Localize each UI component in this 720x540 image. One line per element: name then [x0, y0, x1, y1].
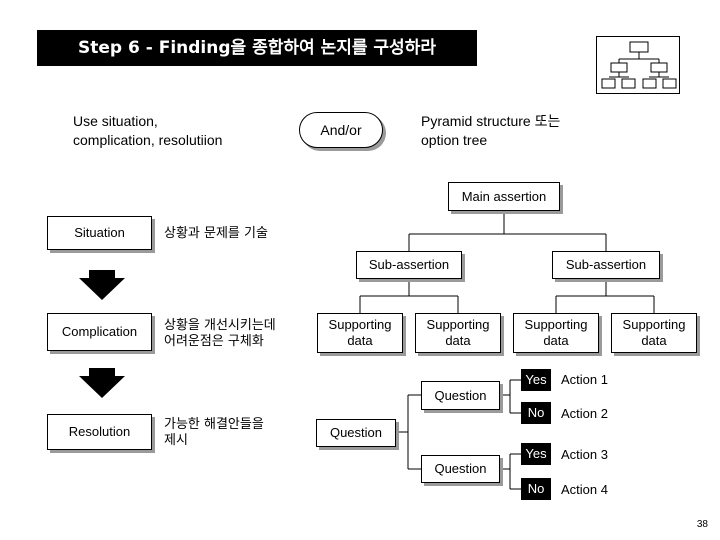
no-label-2: No: [521, 478, 551, 500]
page-number: 38: [696, 519, 708, 530]
intro-right-text: Pyramid structure 또는 option tree: [421, 113, 561, 148]
action-label-3: Action 3: [561, 447, 608, 462]
sub-assertion-box-2: Sub-assertion: [552, 251, 660, 279]
question-box-1: Question: [421, 381, 500, 410]
situation-box: Situation: [47, 216, 152, 250]
action-label-4: Action 4: [561, 482, 608, 497]
complication-description: 상황을 개선시키는데 어려운점은 구체화: [164, 318, 276, 349]
andor-box: And/or: [299, 112, 383, 148]
situation-description: 상황과 문제를 기술: [164, 226, 268, 241]
action-label-2: Action 2: [561, 406, 608, 421]
root-question-box: Question: [316, 419, 396, 447]
supporting-data-box-4: Supporting data: [611, 313, 697, 353]
supporting-data-box-2: Supporting data: [415, 313, 501, 353]
question-box-2: Question: [421, 455, 500, 483]
resolution-description: 가능한 해결안들을 제시: [164, 417, 264, 448]
no-label-1: No: [521, 402, 551, 424]
org-chart-icon: [596, 36, 680, 94]
page-title: Step 6 - Finding을 종합하여 논지를 구성하라: [37, 30, 477, 66]
action-label-1: Action 1: [561, 372, 608, 387]
sub-assertion-box-1: Sub-assertion: [356, 251, 462, 279]
supporting-data-box-3: Supporting data: [513, 313, 599, 353]
resolution-box: Resolution: [47, 414, 152, 450]
supporting-data-box-1: Supporting data: [317, 313, 403, 353]
complication-box: Complication: [47, 313, 152, 351]
yes-label-2: Yes: [521, 443, 551, 465]
yes-label-1: Yes: [521, 369, 551, 391]
intro-left-text: Use situation, complication, resolutiion: [73, 113, 223, 148]
down-arrow-icon: [79, 368, 125, 398]
down-arrow-icon: [79, 270, 125, 300]
main-assertion-box: Main assertion: [448, 182, 560, 211]
